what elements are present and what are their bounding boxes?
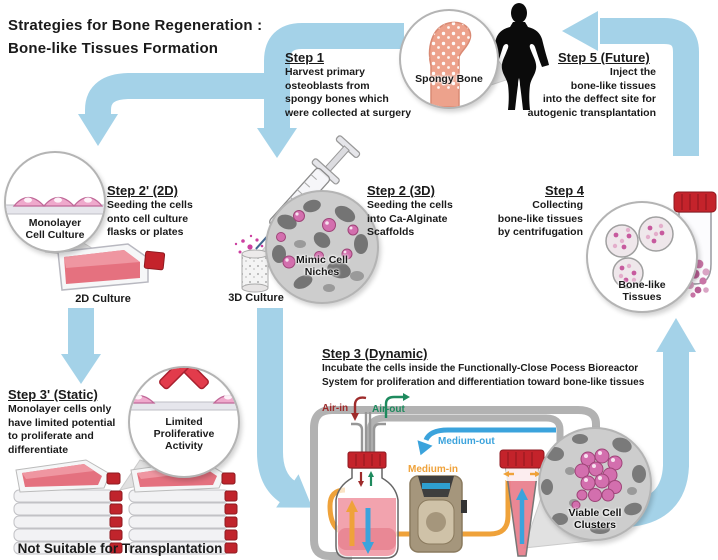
step3-static-heading: Step 3' (Static) [8, 387, 98, 402]
monolayer-label: Monolayer Cell Culture [25, 217, 85, 241]
medium-out-arrow [417, 427, 556, 456]
step3-dynamic-text: Incubate the cells inside the Functional… [322, 363, 645, 388]
air-out-arrow [384, 393, 410, 418]
page-title: Strategies for Bone Regeneration : Bone-… [8, 14, 262, 60]
cap-tubes [351, 412, 386, 452]
step2-3d-text: Seeding the cells into Ca-Alginate Scaff… [367, 199, 453, 238]
page-title-line1: Strategies for Bone Regeneration : [8, 17, 263, 34]
step2-2d-heading: Step 2' (2D) [107, 183, 178, 198]
step2-3d-heading: Step 2 (3D) [367, 183, 435, 198]
limited-activity-circle: Limited Proliferative Activity [128, 366, 240, 478]
bonelike-tissues-icon [605, 216, 674, 289]
scaffold-vial-icon [241, 249, 269, 293]
flask-stack-left [13, 459, 123, 555]
viable-clusters-icon [541, 434, 646, 534]
bonelike-tissues-label: Bone-like Tissues [618, 279, 666, 303]
culture-flask-2d-icon [57, 243, 166, 291]
step1-heading: Step 1 [285, 50, 325, 65]
bonelike-tissues-circle: Bone-like Tissues [586, 201, 698, 313]
bioreactor-conical-tube-icon [499, 449, 545, 557]
human-silhouette-icon [489, 3, 549, 110]
flow-arrow-step4-to-step5 [562, 11, 699, 156]
step3-static-text: Monolayer cells only have limited potent… [8, 403, 116, 456]
peristaltic-pump-icon [409, 475, 467, 553]
spongy-bone-icon [428, 21, 472, 107]
step3-dynamic-heading: Step 3 (Dynamic) [322, 346, 428, 361]
caption-2d-culture: 2D Culture [75, 293, 131, 305]
monolayer-icon [6, 196, 104, 215]
caption-3d-culture: 3D Culture [228, 292, 284, 304]
spongy-bone-circle: Spongy Bone [399, 9, 499, 109]
medium-out-label: Medium-out [438, 436, 495, 447]
mimic-niches-label: Mimic Cell Niches [296, 254, 348, 278]
mimic-niches-circle: Mimic Cell Niches [265, 190, 379, 304]
scaffold-icon [272, 199, 368, 292]
step5-text: Inject the bone-like tissues into the de… [527, 66, 656, 119]
not-suitable-footer: Not Suitable for Transplantation [17, 541, 223, 556]
limited-activity-label: Limited Proliferative Activity [153, 416, 215, 452]
bioreactor [310, 393, 600, 560]
step4-heading: Step 4 [545, 183, 585, 198]
air-in-arrow [351, 396, 367, 421]
media-bottle-icon [335, 451, 399, 559]
red-x-icon [159, 368, 209, 390]
step1-text: Harvest primary osteoblasts from spongy … [285, 66, 412, 119]
viable-clusters-label: Viable Cell Clusters [568, 507, 622, 531]
air-in-label: Air-in [322, 403, 349, 414]
medium-in-label: Medium-in [408, 464, 458, 475]
flow-arrow-3d-to-bioreactor [257, 308, 313, 508]
step5-heading: Step 5 (Future) [558, 50, 650, 65]
pipe-outer-loop [310, 406, 600, 560]
step4-text: Collecting bone-like tissues by centrifu… [497, 199, 583, 238]
step2-2d-text: Seeding the cells onto cell culture flas… [107, 199, 193, 238]
viable-clusters-circle: Viable Cell Clusters [538, 427, 652, 541]
limited-activity-icon [130, 368, 238, 411]
air-out-label: Air-out [372, 404, 405, 415]
page-title-line2: Bone-like Tissues Formation [8, 40, 219, 57]
flow-arrow-step1-to-step2 [78, 23, 404, 158]
flow-arrow-2d-to-static [61, 308, 101, 384]
monolayer-circle: Monolayer Cell Culture [4, 151, 106, 253]
spongy-bone-label: Spongy Bone [415, 73, 483, 85]
